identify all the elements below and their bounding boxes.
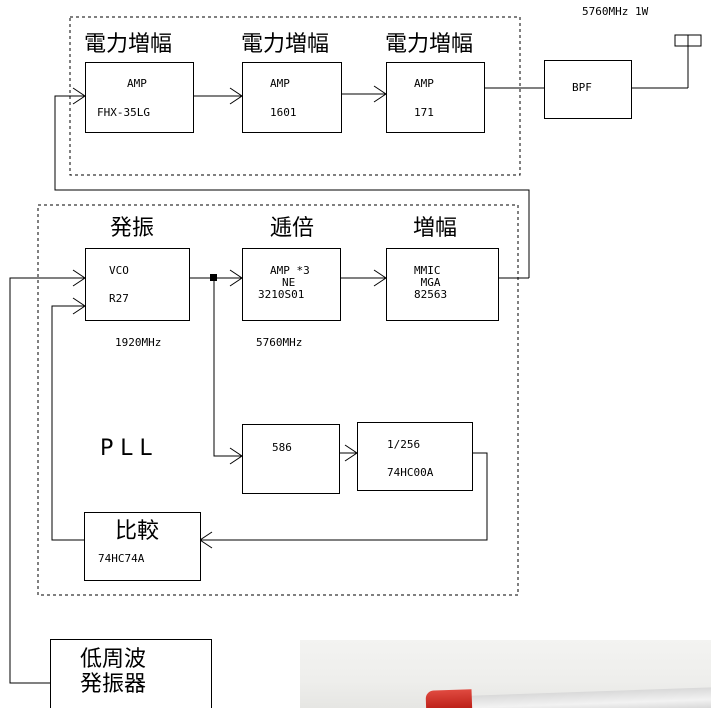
divider-block: 1/256 74HC00A — [357, 422, 473, 491]
tx-stage-label-3: 電力増幅 — [385, 32, 474, 57]
mmic-line3: 82563 — [414, 288, 448, 301]
lfo-block: 低周波 発振器 — [50, 639, 212, 708]
comparator-block: 比較 74HC74A — [84, 512, 201, 581]
multiplier-line2: NE — [282, 276, 296, 289]
tx-stage-label-1: 電力増幅 — [84, 32, 173, 57]
amp-block-1601: AMP 1601 — [242, 62, 342, 133]
amp-title: AMP — [414, 77, 434, 90]
tx-wiring — [54, 34, 702, 278]
mmic-line1: MMIC — [414, 264, 441, 277]
lfo-line2: 発振器 — [80, 672, 147, 697]
photo-thumbnail — [300, 640, 711, 708]
multiplier-block: AMP *3 NE 3210S01 — [242, 248, 341, 321]
comparator-title: 比較 — [115, 519, 160, 544]
vco-line1: VCO — [109, 264, 129, 277]
multiplier-line1: AMP *3 — [270, 264, 310, 277]
tx-stage-label-2: 電力増幅 — [241, 32, 330, 57]
bpf-label: BPF — [572, 81, 592, 94]
osc-stage-label-2: 逓倍 — [270, 216, 315, 241]
prescaler-label: 586 — [272, 441, 292, 454]
amp-block-171: AMP 171 — [386, 62, 485, 133]
vco-line2: R27 — [109, 292, 129, 305]
bpf-block: BPF — [544, 60, 632, 119]
comparator-part: 74HC74A — [98, 552, 145, 565]
multiplier-line3: 3210S01 — [258, 288, 305, 301]
antenna-label: 5760MHz 1W — [582, 5, 649, 18]
amp-block-fhx35lg: AMP FHX-35LG — [85, 62, 194, 133]
divider-line2: 74HC00A — [387, 466, 434, 479]
osc-wiring — [9, 277, 529, 684]
divider-line1: 1/256 — [387, 438, 421, 451]
mmic-block: MMIC MGA 82563 — [386, 248, 499, 321]
amp-part: 1601 — [270, 106, 297, 119]
amp-title: AMP — [127, 77, 147, 90]
lfo-line1: 低周波 — [80, 647, 147, 672]
photo-red-cap — [425, 689, 473, 708]
prescaler-block: 586 — [242, 424, 340, 494]
junction-dot — [210, 274, 217, 281]
mmic-line2: MGA — [414, 276, 441, 289]
osc-stage-label-1: 発振 — [110, 216, 155, 241]
pll-label: P L L — [100, 436, 152, 461]
osc-stage-label-3: 増幅 — [413, 216, 458, 241]
vco-block: VCO R27 — [85, 248, 190, 321]
freq-mult-label: 5760MHz — [256, 336, 303, 349]
freq-vco-label: 1920MHz — [115, 336, 162, 349]
amp-part: 171 — [414, 106, 434, 119]
amp-title: AMP — [270, 77, 290, 90]
amp-part: FHX-35LG — [97, 106, 150, 119]
osc-pll-enclosure — [37, 204, 519, 596]
